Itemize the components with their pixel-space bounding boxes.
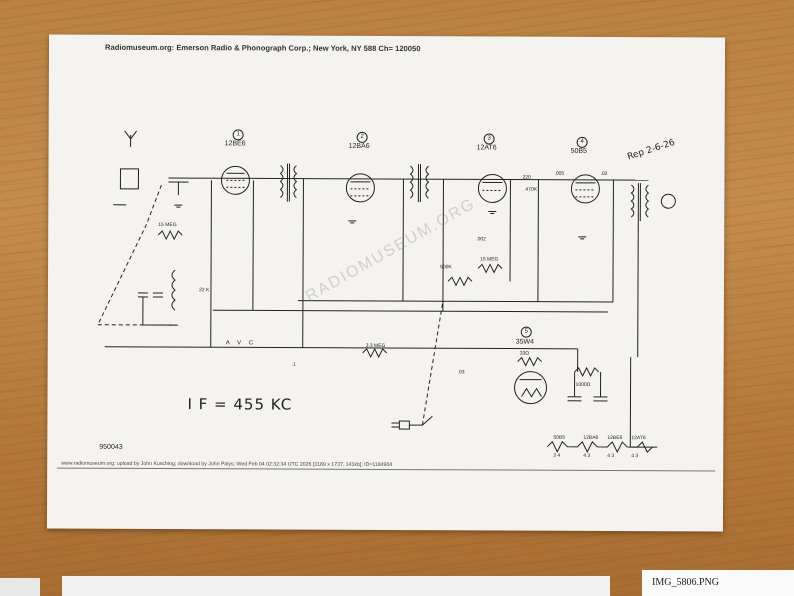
tube-5-label: 35W4	[515, 338, 535, 346]
tube-4-number: 4	[576, 136, 588, 148]
if-transformer-2	[409, 164, 430, 203]
heater-label-3: 12BE6	[607, 434, 623, 442]
b-plus-bus	[297, 300, 613, 303]
tube-1-label: 12BE6	[224, 140, 246, 148]
tube-12ba6-symbol	[345, 173, 375, 203]
heater-pins-2: 4 3	[583, 452, 591, 459]
tube-3-number: 3	[483, 133, 495, 145]
tube-35w4-symbol	[514, 371, 548, 405]
document-number: 950043	[99, 443, 123, 451]
resistor-15meg-label: 15 MEG	[158, 222, 177, 229]
tube-3-label: 12AT6	[476, 144, 497, 152]
tube-4-label: 50B5	[570, 147, 587, 155]
heater-label-1: 50B5	[553, 434, 566, 441]
tube-12be6-symbol	[220, 165, 250, 195]
resistor-3-3meg-label: 3.3 MEG	[365, 342, 386, 349]
antenna-tuning-cap	[168, 177, 189, 196]
antenna-symbol	[113, 130, 139, 206]
resistor-15meg-b-label: 15 MEG	[480, 256, 499, 263]
resistor-500k-label: 500K	[440, 264, 452, 271]
paper-below	[62, 576, 610, 596]
tube-5-number: 5	[520, 326, 532, 338]
avc-bus	[104, 346, 578, 350]
tube-1-number: 1	[232, 129, 244, 141]
filename-label: IMG_5806.PNG	[642, 570, 794, 596]
heater-label-4: 12AT6	[631, 435, 646, 442]
resistor-22k-label: 22 K	[198, 287, 210, 294]
gang-link	[97, 184, 162, 325]
resistor-500k	[447, 276, 473, 287]
circuit-diagram	[97, 130, 676, 454]
resistor-470k-label: 470K	[525, 186, 538, 193]
heater-label-2: 12BA6	[583, 434, 599, 441]
heater-pins-4: 4 3	[631, 453, 639, 460]
resistor-3-3meg	[362, 347, 388, 359]
schematic-sheet: Radiomuseum.org: Emerson Radio & Phonogr…	[46, 34, 726, 532]
tube-2-number: 2	[356, 131, 368, 143]
cap-005-label: .005	[554, 170, 565, 177]
resistor-15meg	[157, 229, 183, 241]
output-transformer	[630, 183, 676, 222]
avc-cap-label: .1	[291, 361, 296, 368]
ground-symbols	[174, 204, 587, 240]
heater-pins-1: 3 4	[553, 452, 561, 459]
tube-50b5-symbol	[570, 174, 600, 204]
oscillator-section	[137, 269, 178, 326]
power-plug	[391, 415, 433, 430]
cap-002-label: .002	[476, 236, 486, 243]
tube-12at6-symbol	[477, 173, 507, 203]
resistor-33-label: 33Ω	[519, 350, 530, 357]
cap-02-label: .02	[600, 170, 608, 177]
if-transformer-1	[279, 163, 298, 202]
heater-pins-3: 4 3	[607, 452, 615, 459]
resistor-1000-label: 1000Ω	[575, 381, 591, 388]
if-frequency-note: I F = 455 KC	[187, 395, 293, 414]
cap-03-label: .03	[457, 369, 465, 376]
resistor-33	[517, 356, 543, 367]
paper-corner	[0, 578, 40, 596]
resistor-15meg-b	[477, 263, 503, 274]
filter-capacitors	[567, 371, 608, 402]
avc-label: A V C	[225, 340, 257, 347]
cap-220-label: 220	[522, 174, 531, 181]
resistor-1000	[574, 366, 599, 378]
tube-2-label: 12BA6	[348, 142, 370, 150]
